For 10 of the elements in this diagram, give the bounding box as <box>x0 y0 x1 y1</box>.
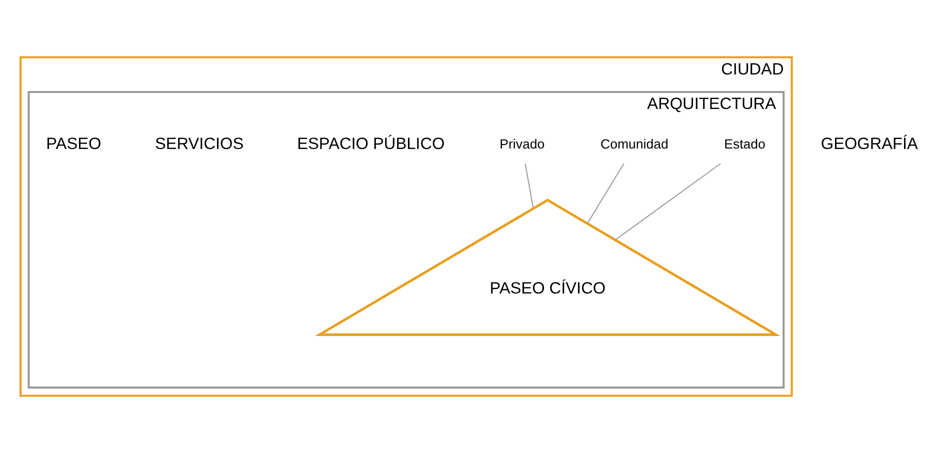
connector <box>524 164 534 208</box>
node-text: Comunidad <box>600 136 668 152</box>
label: GEOGRAFÍA <box>820 134 918 153</box>
connector <box>614 163 721 240</box>
connector <box>587 163 624 224</box>
label: SERVICIOS <box>155 134 244 153</box>
label: PASEO <box>46 134 102 153</box>
label: ESPACIO PÚBLICO <box>297 134 445 153</box>
node-text: Privado <box>500 136 545 152</box>
node-text: Estado <box>724 136 766 152</box>
